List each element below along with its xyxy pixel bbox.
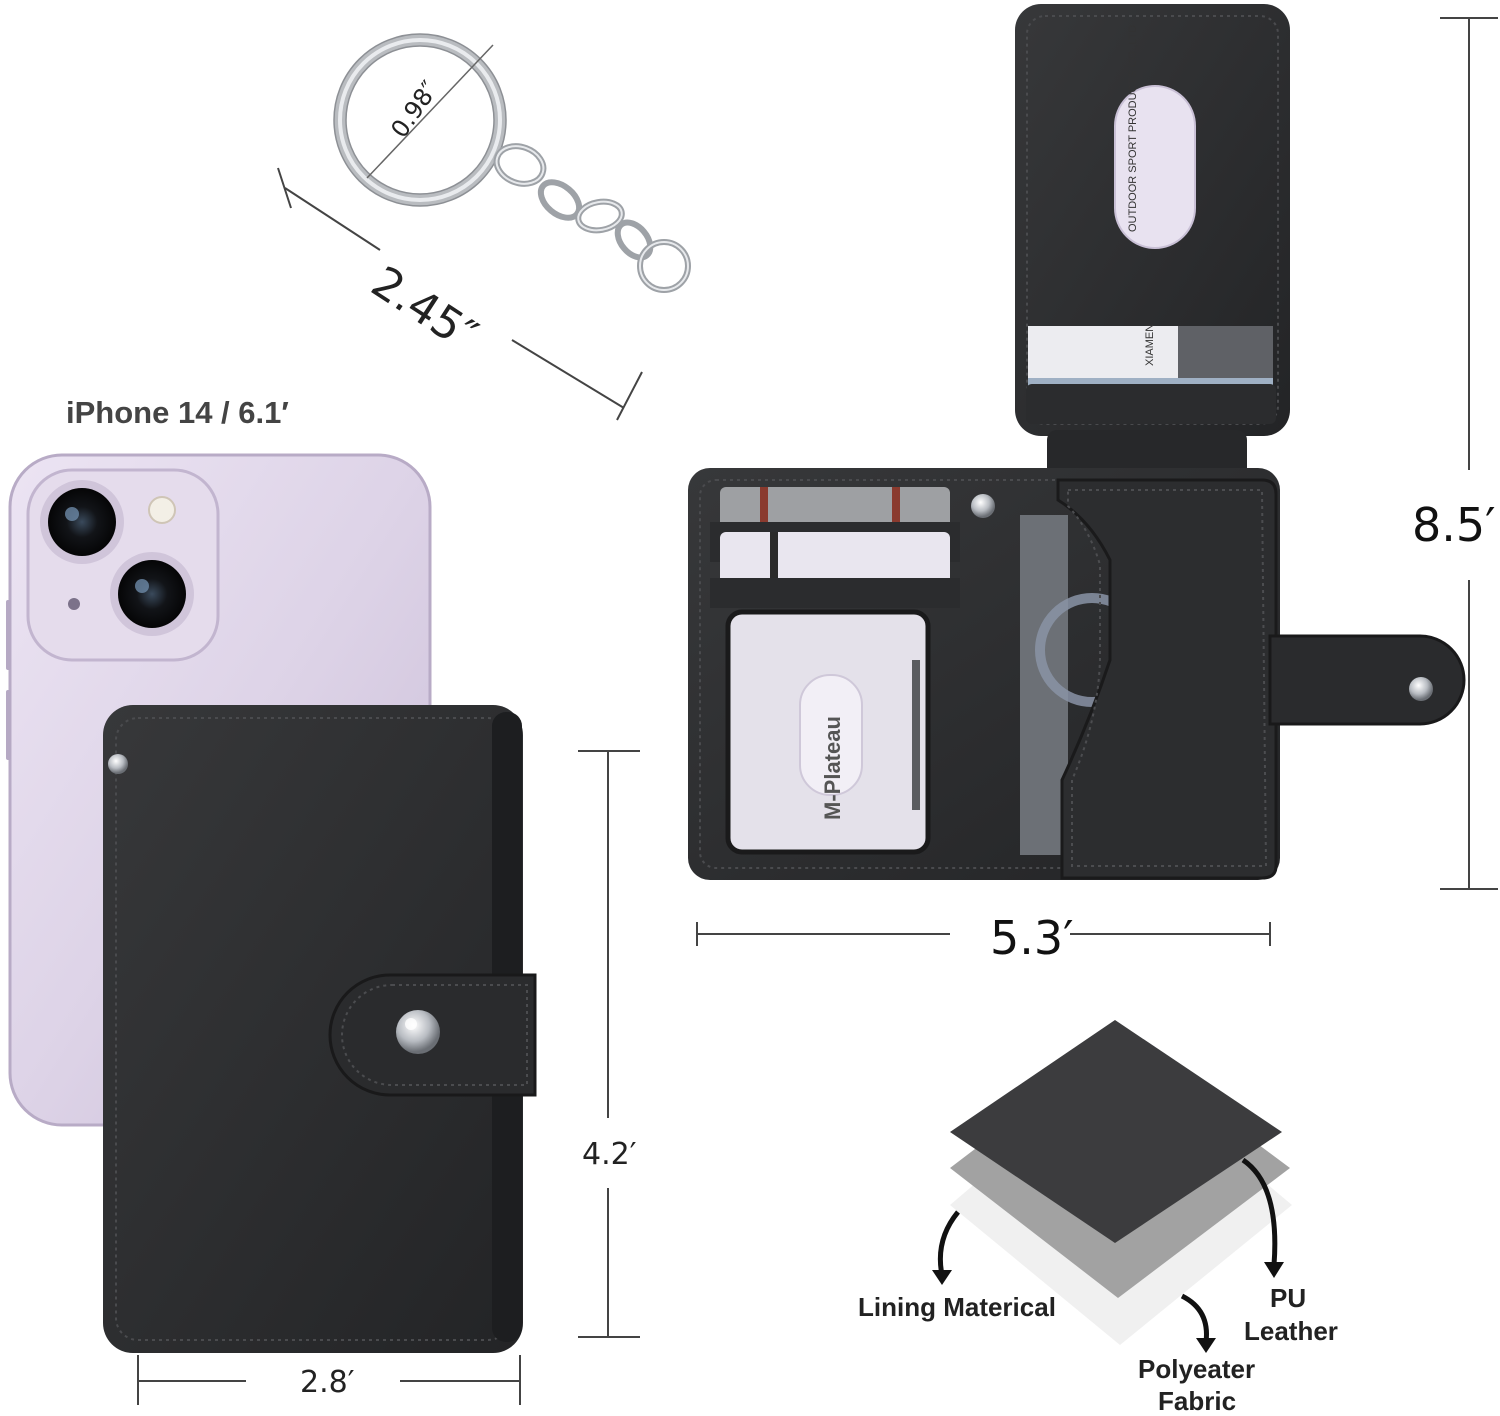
open-wallet-width-label: 5.3′ [990, 911, 1074, 965]
open-wallet [688, 4, 1466, 880]
open-clasp-strap [1268, 634, 1466, 726]
material-layers-diagram [932, 1020, 1292, 1353]
pu-label-line1: PU [1270, 1283, 1307, 1313]
open-wallet-height-label: 8.5′ [1412, 498, 1496, 552]
card-maker-name: XIAMEN [1144, 323, 1156, 366]
id-window-top [1114, 85, 1196, 249]
ring-diameter-line [366, 44, 494, 179]
open-wallet-width-dimension [696, 922, 1271, 946]
keyring-length-dimension [277, 167, 643, 421]
closed-wallet-width-label: 2.8′ [300, 1365, 355, 1400]
closed-wallet-height-label: 4.2′ [582, 1137, 637, 1172]
closed-wallet-width-dimension [137, 1355, 521, 1405]
chain-links [493, 143, 691, 293]
clasp-strap [328, 973, 537, 1097]
fabric-label-line1: Polyeater [1138, 1354, 1256, 1384]
camera-bump [26, 468, 220, 662]
open-wallet-height-dimension [1440, 17, 1498, 890]
fabric-label-line2: Fabric [1158, 1386, 1237, 1416]
closed-wallet [103, 705, 537, 1353]
snap-button [396, 1010, 440, 1054]
pu-label-line2: Leather [1244, 1316, 1338, 1346]
lining-material-label: Lining Materical [858, 1292, 1056, 1322]
card-maker-text: OUTDOOR SPORT PRODUCTS CO.,LTD [1127, 24, 1139, 232]
closed-wallet-height-dimension [578, 750, 640, 1338]
phone-model-label: iPhone 14 / 6.1′ [66, 395, 289, 430]
right-pocket [1056, 478, 1278, 880]
layer-pu-leather [950, 1020, 1282, 1243]
snap-socket [1409, 677, 1433, 701]
flash [148, 496, 176, 524]
card-brand-text: M-Plateau [820, 716, 845, 820]
keyring-illustration [333, 33, 691, 293]
callout-arrows [937, 1157, 1278, 1343]
